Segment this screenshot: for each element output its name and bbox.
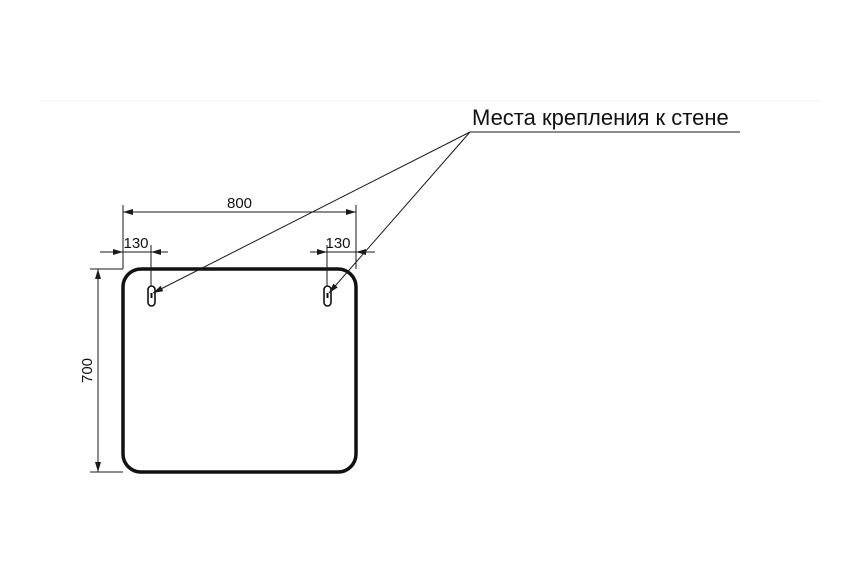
height-dimension xyxy=(90,268,123,473)
mounting-slot-right xyxy=(323,285,332,307)
callout-label: Места крепления к стене xyxy=(472,105,729,130)
right-offset-dimension xyxy=(310,245,375,286)
left-offset-label: 130 xyxy=(123,235,148,252)
right-offset-label: 130 xyxy=(325,235,350,252)
left-offset-dimension xyxy=(100,245,168,286)
panel-outline xyxy=(121,267,358,474)
width-dimension xyxy=(122,205,357,269)
mounting-slot-left xyxy=(147,285,156,307)
width-dimension-label: 800 xyxy=(227,195,252,212)
height-dimension-label: 700 xyxy=(79,358,96,383)
